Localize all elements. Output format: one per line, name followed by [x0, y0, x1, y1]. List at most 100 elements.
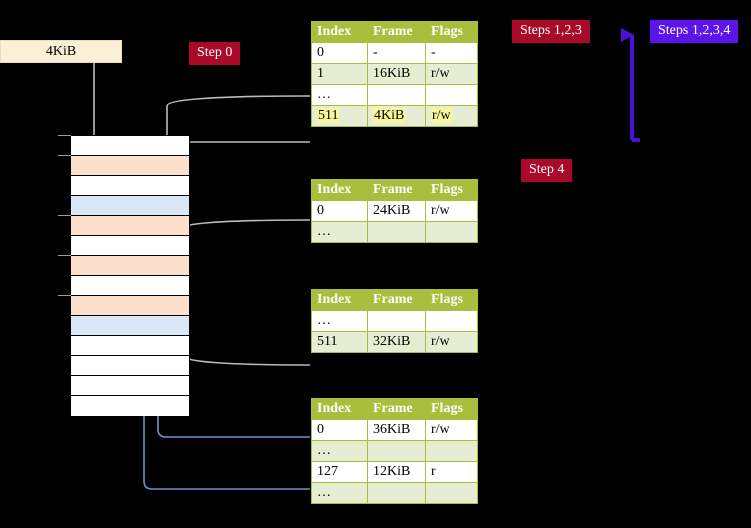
- memory-frame-row[interactable]: [71, 176, 189, 196]
- table-cell: …: [311, 310, 368, 332]
- table-row[interactable]: 511 32KiB r/w: [311, 331, 478, 353]
- cell-text: 0: [317, 45, 324, 60]
- table-cell: [425, 310, 478, 332]
- table-header-frame: Frame: [367, 21, 426, 43]
- table-cell: 127: [311, 461, 368, 483]
- purple-return-arrow: [621, 28, 640, 142]
- table-cell: r: [425, 461, 478, 483]
- cell-text: -: [431, 45, 436, 60]
- memory-frame-row[interactable]: [71, 156, 189, 176]
- table-row[interactable]: …: [311, 221, 478, 243]
- table-cell: [367, 310, 426, 332]
- table-header-index: Index: [311, 179, 368, 201]
- cell-text: 0: [317, 422, 324, 437]
- memory-frame-row[interactable]: [71, 216, 189, 236]
- table-header-index: Index: [311, 398, 368, 420]
- table-header-flags: Flags: [425, 398, 478, 420]
- table-cell: [425, 84, 478, 106]
- cell-text: r: [431, 464, 436, 479]
- cell-text: 16KiB: [373, 66, 411, 81]
- memory-frame-row[interactable]: [71, 356, 189, 376]
- memory-frame-row[interactable]: [71, 276, 189, 296]
- table-cell: 0: [311, 419, 368, 441]
- table-header-frame: Frame: [367, 289, 426, 311]
- cell-text: 36KiB: [373, 422, 411, 437]
- memory-frame-tick: [58, 135, 71, 136]
- table-cell: 12KiB: [367, 461, 426, 483]
- table-header-index: Index: [311, 21, 368, 43]
- step4-label: Step 4: [529, 162, 565, 177]
- table-row[interactable]: …: [311, 440, 478, 462]
- table-header-flags: Flags: [425, 179, 478, 201]
- memory-frame-row[interactable]: [71, 136, 189, 156]
- cell-text: r/w: [431, 66, 450, 81]
- steps123-badge: Steps 1,2,3: [512, 20, 590, 43]
- table-cell: [367, 84, 426, 106]
- table-cell: 32KiB: [367, 331, 426, 353]
- table-cell: [367, 221, 426, 243]
- step0-label: Step 0: [197, 45, 233, 60]
- table-row[interactable]: 127 12KiB r: [311, 461, 478, 483]
- cell-text: 127: [317, 464, 338, 479]
- memory-frame-row[interactable]: [71, 396, 189, 416]
- step0-badge: Step 0: [189, 42, 241, 65]
- table-cell: 36KiB: [367, 419, 426, 441]
- table-cell: r/w: [425, 331, 478, 353]
- table-cell: 511: [311, 331, 368, 353]
- table-header-flags: Flags: [425, 21, 478, 43]
- table-header-frame: Frame: [367, 398, 426, 420]
- cell-text: 511: [317, 334, 338, 349]
- table-cell: [425, 221, 478, 243]
- memory-frame-row[interactable]: [71, 296, 189, 316]
- table-cell: 4KiB: [367, 105, 426, 127]
- table-row[interactable]: …: [311, 310, 478, 332]
- table-cell: 0: [311, 200, 368, 222]
- table-cell: …: [311, 440, 368, 462]
- memory-frame-tick: [58, 155, 71, 156]
- memory-frame-row[interactable]: [71, 256, 189, 276]
- table-row[interactable]: …: [311, 482, 478, 504]
- table-cell: 24KiB: [367, 200, 426, 222]
- cell-text: r/w: [431, 203, 450, 218]
- kib-box-label: 4KiB: [45, 43, 77, 59]
- memory-frame-row[interactable]: [71, 316, 189, 336]
- cell-text: 32KiB: [373, 334, 411, 349]
- physical-memory-grid[interactable]: [70, 135, 190, 416]
- table-header-index: Index: [311, 289, 368, 311]
- table-cell: [367, 482, 426, 504]
- step4-badge: Step 4: [521, 159, 573, 182]
- table-cell: …: [311, 482, 368, 504]
- kib-box: 4KiB: [0, 40, 122, 63]
- cell-text: r/w: [431, 108, 452, 123]
- memory-frame-row[interactable]: [71, 196, 189, 216]
- cell-text: 1: [317, 66, 324, 81]
- memory-frame-row[interactable]: [71, 236, 189, 256]
- cell-text: …: [317, 313, 332, 328]
- cell-text: …: [317, 485, 332, 500]
- steps123-label: Steps 1,2,3: [520, 23, 582, 38]
- steps1234-label: Steps 1,2,3,4: [658, 23, 731, 38]
- cell-text: …: [317, 224, 332, 239]
- table-row[interactable]: …: [311, 84, 478, 106]
- cell-text: r/w: [431, 334, 450, 349]
- memory-frame-tick: [58, 295, 71, 296]
- table-cell: …: [311, 221, 368, 243]
- memory-frame-tick: [58, 255, 71, 256]
- memory-frame-row[interactable]: [71, 376, 189, 396]
- table-cell: 1: [311, 63, 368, 85]
- table-cell: 16KiB: [367, 63, 426, 85]
- table-header-flags: Flags: [425, 289, 478, 311]
- table-cell: -: [367, 42, 426, 64]
- table-row[interactable]: 0 --: [311, 42, 478, 64]
- table-cell: [367, 440, 426, 462]
- cell-text: 4KiB: [373, 108, 406, 123]
- memory-frame-row[interactable]: [71, 336, 189, 356]
- table-row[interactable]: 1 16KiB r/w: [311, 63, 478, 85]
